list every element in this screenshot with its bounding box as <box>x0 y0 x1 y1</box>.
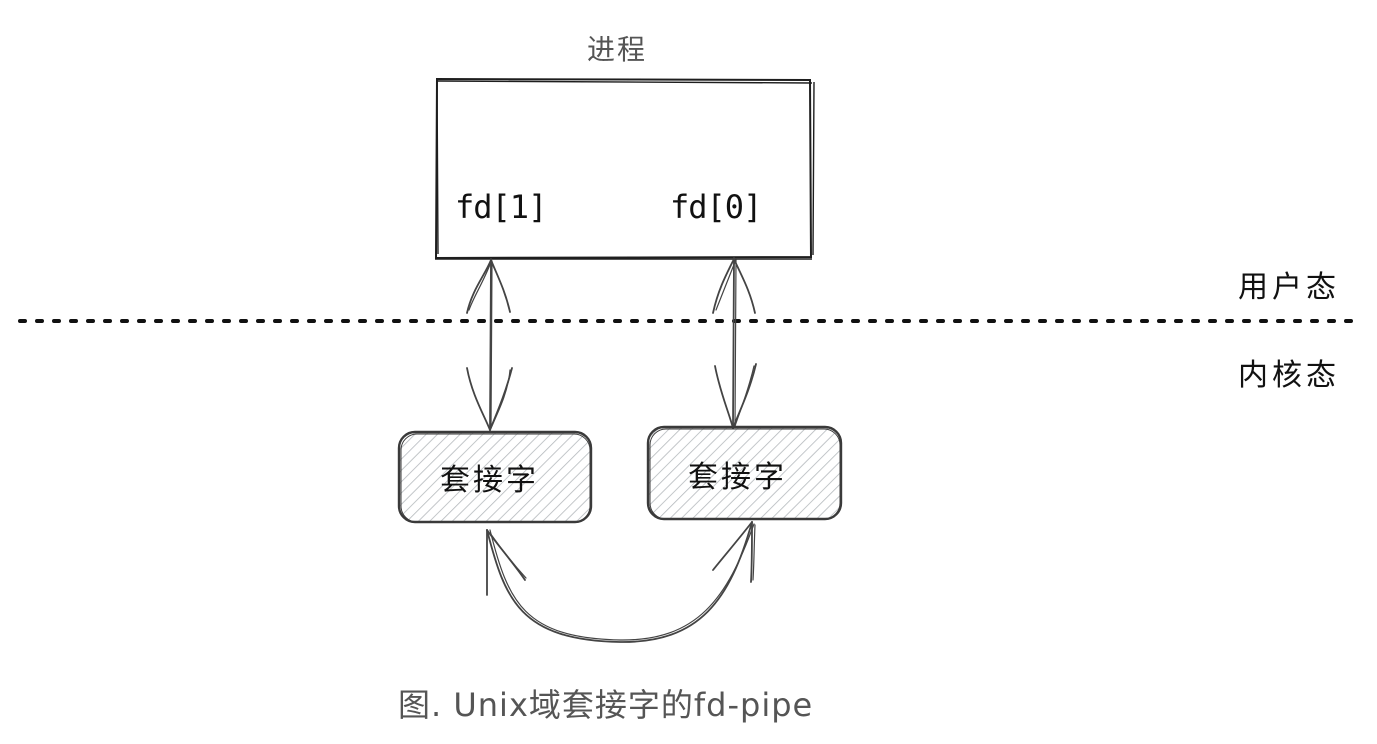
socket-box-right <box>646 425 843 521</box>
process-title: 进程 <box>587 33 648 66</box>
arrow-fd0-socket <box>712 257 757 429</box>
fd-write-label: fd[1] <box>455 188 547 226</box>
socket-label-left: 套接字 <box>440 463 539 498</box>
figure-caption: 图. Unix域套接字的fd-pipe <box>398 686 814 724</box>
arrow-fd1-socket <box>466 258 513 431</box>
process-box <box>434 77 815 260</box>
arrow-socket-to-socket <box>486 521 756 643</box>
user-space-label: 用户态 <box>1238 270 1340 305</box>
socket-box-left <box>397 430 593 524</box>
socket-label-right: 套接字 <box>688 460 787 495</box>
kernel-space-label: 内核态 <box>1238 358 1340 393</box>
fd-read-label: fd[0] <box>670 188 762 226</box>
